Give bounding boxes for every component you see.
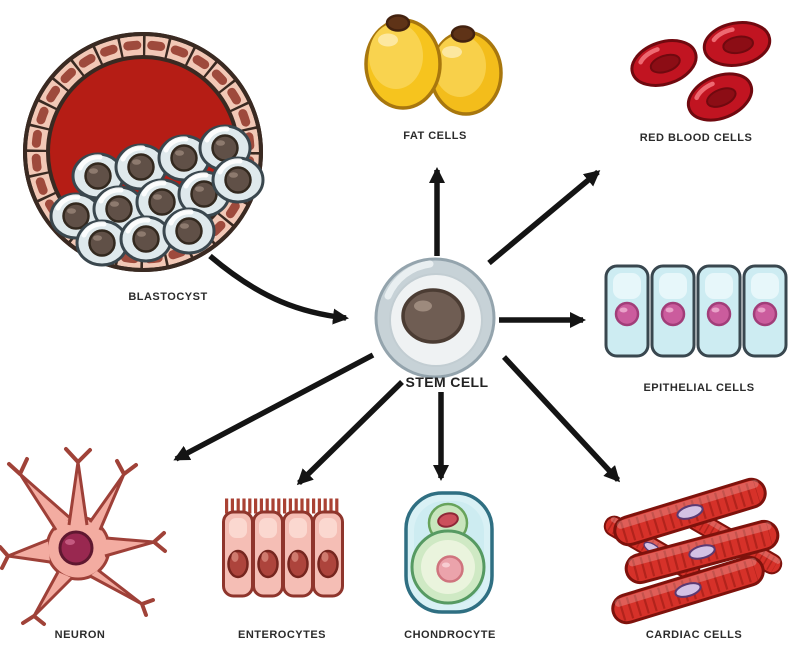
label-blastocyst: BLASTOCYST (128, 291, 208, 303)
label-neuron: NEURON (54, 629, 106, 641)
blastocyst-illustration (23, 32, 263, 272)
arrow-stem-to-enterocytes (296, 380, 404, 486)
cardiac-cells-illustration (601, 476, 784, 626)
label-fat-cells: FAT CELLS (403, 130, 467, 142)
arrow-stem-to-neuron (173, 352, 375, 462)
label-stem-cell: STEM CELL (405, 374, 489, 390)
epithelial-cells-illustration (604, 264, 788, 358)
arrow-blastocyst-to-stem-cell (208, 253, 349, 325)
arrows (173, 167, 621, 486)
enterocytes-illustration (222, 498, 344, 598)
fat-cells-illustration (364, 14, 503, 116)
neuron-illustration (0, 447, 167, 626)
label-chondrocyte: CHONDROCYTE (404, 629, 496, 641)
label-red-blood-cells: RED BLOOD CELLS (639, 132, 753, 144)
stem-cell-illustration (374, 257, 496, 379)
chondrocyte-illustration (404, 491, 494, 614)
label-cardiac-cells: CARDIAC CELLS (645, 629, 743, 641)
label-epithelial-cells: EPITHELIAL CELLS (643, 382, 755, 394)
arrow-stem-to-red-blood-cells (487, 169, 601, 266)
label-enterocytes: ENTEROCYTES (237, 629, 326, 641)
red-blood-cells-illustration (626, 18, 773, 129)
arrow-stem-to-cardiac-cells (501, 355, 621, 483)
